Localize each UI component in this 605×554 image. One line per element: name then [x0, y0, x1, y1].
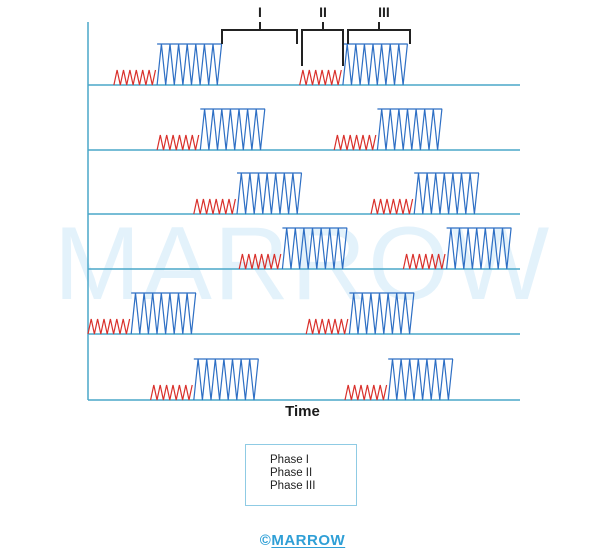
copyright-brand: MARROW — [271, 532, 346, 549]
phase-label-one: I — [258, 4, 262, 20]
phase-two-three-wave — [156, 43, 223, 86]
phase-two-three-wave — [193, 358, 259, 401]
phase-two-three-wave — [236, 172, 303, 215]
phase-one-wave — [87, 318, 131, 335]
phase-one-wave — [299, 69, 342, 86]
phase-one-wave — [305, 318, 349, 335]
phase-two-three-wave — [413, 172, 480, 215]
legend: Phase I Phase II Phase III — [245, 444, 357, 506]
phase-two-three-wave — [281, 227, 348, 270]
phase-two-three-wave — [387, 358, 454, 401]
bracket-phase-three — [347, 22, 411, 44]
phase-one-wave — [238, 253, 282, 270]
phase-two-three-wave — [342, 43, 408, 86]
phase-brackets: I II III — [221, 4, 411, 66]
phase-two-three-wave — [348, 292, 415, 335]
phase-one-wave — [113, 69, 157, 86]
phase-two-three-wave — [446, 227, 512, 270]
phase-label-two: II — [319, 4, 327, 20]
phase-one-wave — [150, 384, 193, 401]
phase-one-wave — [193, 198, 236, 215]
bracket-phase-two — [301, 22, 344, 66]
phase-one-wave — [344, 384, 388, 401]
legend-item-phase-three: Phase III — [270, 480, 316, 492]
phase-one-wave — [402, 253, 446, 270]
phase-one-wave — [333, 134, 377, 151]
copyright-symbol: © — [259, 532, 272, 549]
copyright-mark: ©MARROW — [0, 532, 605, 549]
x-axis-label: Time — [285, 403, 320, 420]
legend-item-phase-one: Phase I — [270, 454, 309, 466]
phase-two-three-wave — [130, 292, 197, 335]
phase-one-wave — [370, 198, 414, 215]
phase-two-three-wave — [199, 108, 266, 151]
bracket-phase-one — [221, 22, 298, 44]
phase-one-wave — [156, 134, 200, 151]
phase-label-three: III — [378, 4, 390, 20]
phase-two-three-wave — [376, 108, 443, 151]
legend-item-phase-two: Phase II — [270, 467, 313, 479]
